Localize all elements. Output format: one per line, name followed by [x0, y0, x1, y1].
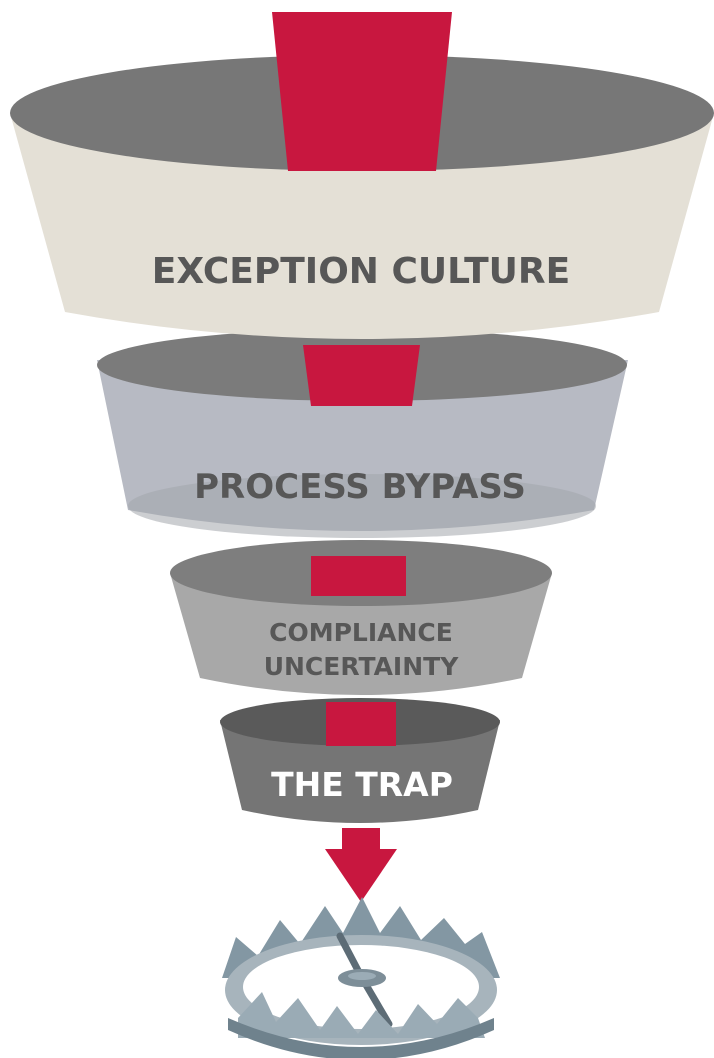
tier-2-label: PROCESS BYPASS	[194, 467, 526, 507]
tier-3-label-line2: UNCERTAINTY	[264, 652, 460, 681]
bear-trap-icon	[222, 897, 500, 1058]
tier-3-body	[170, 573, 552, 695]
down-arrow-icon	[325, 828, 397, 902]
tier-3-label-line1: COMPLIANCE	[269, 618, 453, 647]
tier-1-body	[10, 113, 714, 339]
tier-4-body	[220, 720, 500, 823]
tier-4-label: THE TRAP	[271, 765, 453, 804]
tier-4-red-stripe	[326, 702, 396, 746]
tier-1-red-stripe	[272, 12, 452, 171]
tier-3-red-stripe	[311, 556, 406, 596]
tier-2-inner-shadow	[128, 474, 596, 538]
tier-process-bypass: PROCESS BYPASS	[97, 329, 628, 538]
tier-the-trap: THE TRAP	[220, 698, 500, 823]
tier-2-red-stripe	[303, 345, 420, 406]
tier-exception-culture: EXCEPTION CULTURE	[10, 12, 714, 339]
tier-1-label: EXCEPTION CULTURE	[152, 251, 570, 292]
tier-compliance-uncertainty: COMPLIANCE UNCERTAINTY	[170, 540, 552, 695]
